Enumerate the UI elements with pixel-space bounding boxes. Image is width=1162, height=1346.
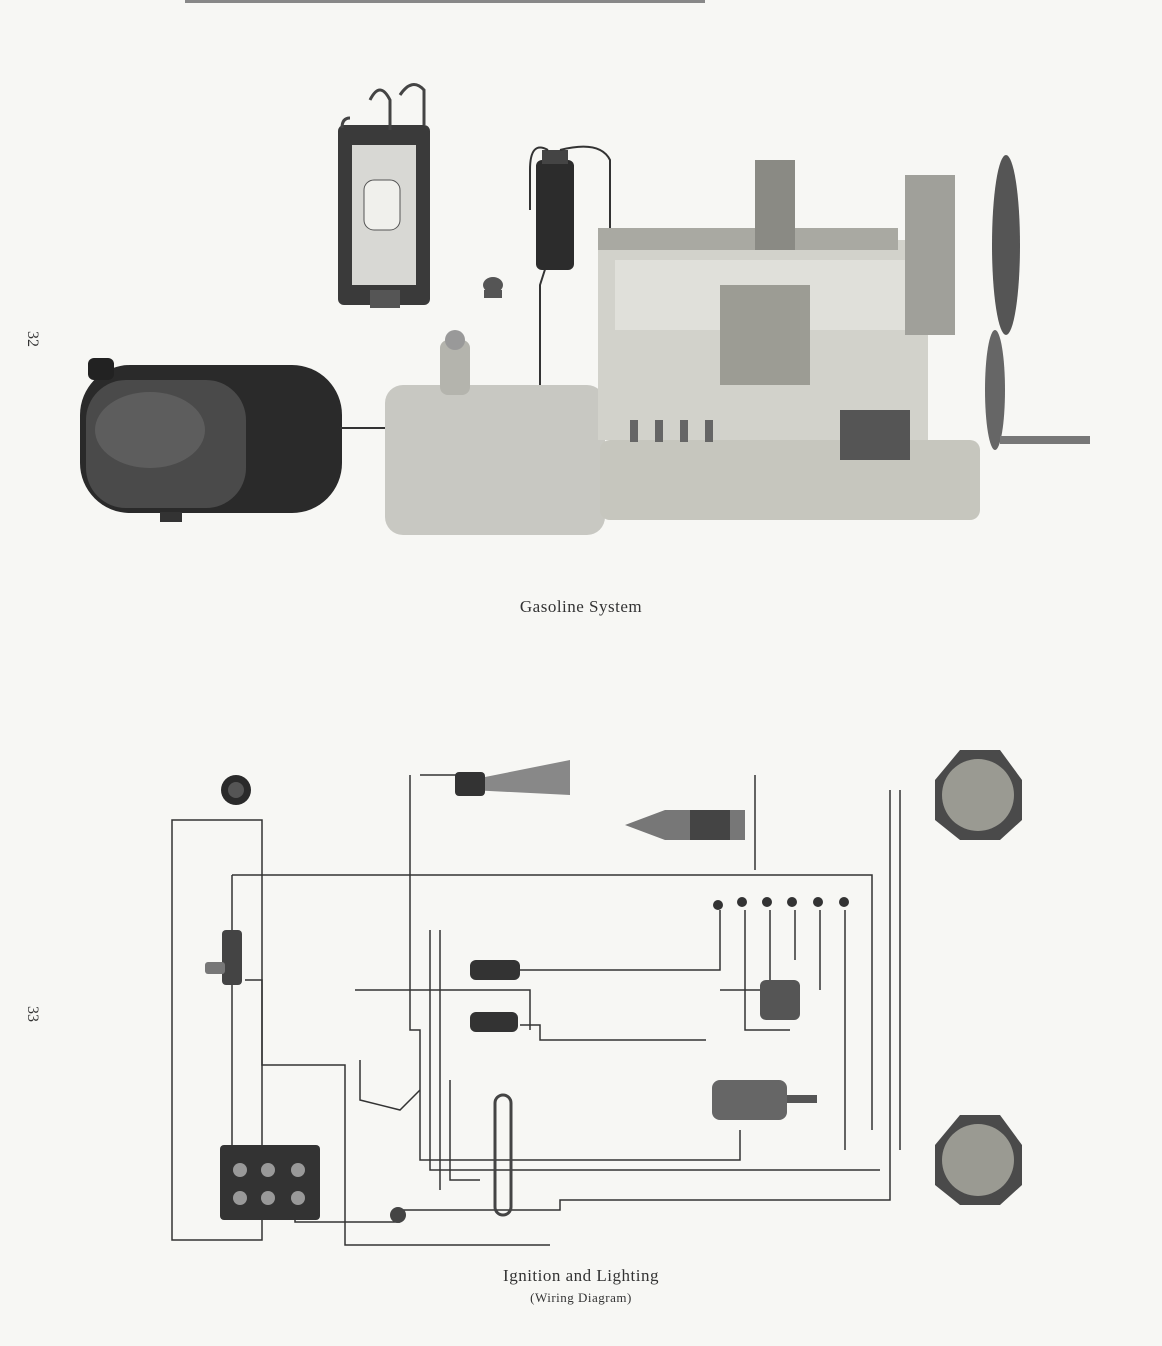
battery bbox=[220, 1145, 320, 1220]
valve-fitting bbox=[483, 277, 503, 298]
cutout bbox=[390, 1207, 406, 1223]
wiring-diagram bbox=[171, 750, 1022, 1246]
headlamp-lower bbox=[935, 1115, 1022, 1205]
generator bbox=[625, 810, 745, 840]
vacuum-tank bbox=[529, 145, 731, 321]
starting-motor bbox=[712, 1080, 817, 1120]
vacuum-tank-cutaway bbox=[338, 83, 430, 308]
lighting-switch bbox=[205, 930, 242, 985]
wiring-lines bbox=[171, 774, 901, 1246]
fuel-tank bbox=[80, 358, 342, 522]
gasoline-system-illustration bbox=[80, 83, 1090, 535]
engine-block bbox=[598, 228, 980, 520]
ignition-lighting-caption: Ignition and Lighting bbox=[503, 1266, 659, 1285]
gasoline-system-caption: Gasoline System bbox=[519, 597, 643, 616]
horn bbox=[455, 760, 570, 796]
transmission bbox=[385, 330, 605, 535]
ignition-coils bbox=[470, 960, 520, 1032]
page-top-edge bbox=[185, 0, 705, 3]
junction-block bbox=[493, 1093, 513, 1217]
spark-plugs bbox=[713, 897, 849, 910]
distributor bbox=[760, 980, 800, 1020]
engine-accessories bbox=[755, 155, 1090, 450]
wiring-diagram-subcaption: (Wiring Diagram) bbox=[530, 1290, 632, 1305]
headlamp-upper bbox=[935, 750, 1022, 840]
